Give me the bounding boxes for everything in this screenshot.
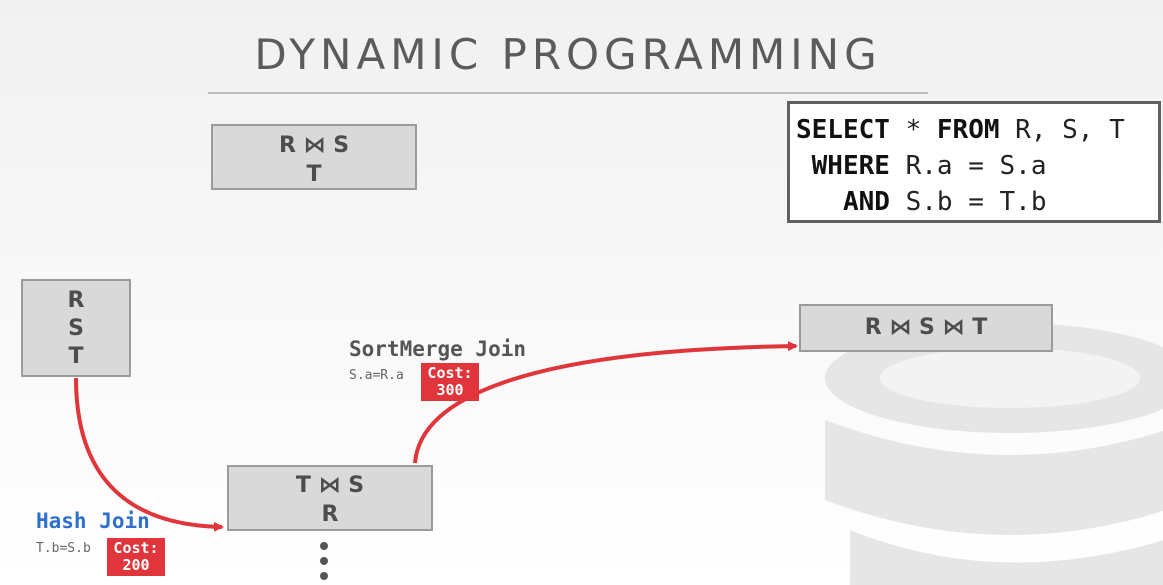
sql-text: S.b = T.b bbox=[889, 187, 1047, 217]
sql-query-box: SELECT * FROM R, S, T WHERE R.a = S.a AN… bbox=[787, 101, 1161, 223]
sql-text: R, S, T bbox=[999, 115, 1125, 145]
cost-value: 300 bbox=[436, 381, 464, 399]
node-label: T ⋈ S bbox=[295, 473, 365, 498]
node-t-join-s-r: T ⋈ S R bbox=[227, 465, 433, 531]
node-r-s-t: R S T bbox=[21, 279, 131, 377]
node-label: T bbox=[68, 344, 84, 369]
vertical-ellipsis-icon bbox=[320, 542, 328, 580]
node-label: R ⋈ S bbox=[278, 133, 350, 158]
sql-keyword-where: WHERE bbox=[811, 151, 890, 181]
hash-join-label: Hash Join bbox=[36, 509, 150, 533]
sortmerge-join-label: SortMerge Join bbox=[349, 337, 527, 361]
node-label: S bbox=[68, 316, 84, 341]
sortmerge-join-condition: S.a=R.a bbox=[349, 368, 404, 383]
sortmerge-cost-badge: Cost: 300 bbox=[421, 363, 479, 401]
sql-keyword-from: FROM bbox=[936, 115, 1000, 145]
sql-text: * bbox=[889, 115, 937, 145]
sql-keyword-and: AND bbox=[842, 187, 890, 217]
hash-join-arrow bbox=[74, 377, 224, 532]
node-rs-t: R ⋈ S T bbox=[211, 124, 417, 190]
hash-join-condition: T.b=S.b bbox=[36, 541, 91, 556]
hash-cost-badge: Cost: 200 bbox=[107, 538, 165, 576]
page-title: DYNAMIC PROGRAMMING bbox=[254, 30, 882, 79]
node-label: R ⋈ S ⋈ T bbox=[864, 315, 988, 340]
sql-keyword-select: SELECT bbox=[796, 115, 890, 145]
cost-label: Cost: bbox=[113, 539, 159, 557]
node-r-join-s-join-t: R ⋈ S ⋈ T bbox=[799, 304, 1053, 352]
title-divider bbox=[208, 92, 928, 94]
node-label: R bbox=[321, 502, 339, 527]
cost-value: 200 bbox=[122, 556, 150, 574]
node-label: T bbox=[306, 162, 322, 187]
sql-text: R.a = S.a bbox=[889, 151, 1047, 181]
node-label: R bbox=[67, 288, 85, 313]
sortmerge-join-arrow bbox=[413, 341, 798, 464]
cost-label: Cost: bbox=[427, 364, 473, 382]
